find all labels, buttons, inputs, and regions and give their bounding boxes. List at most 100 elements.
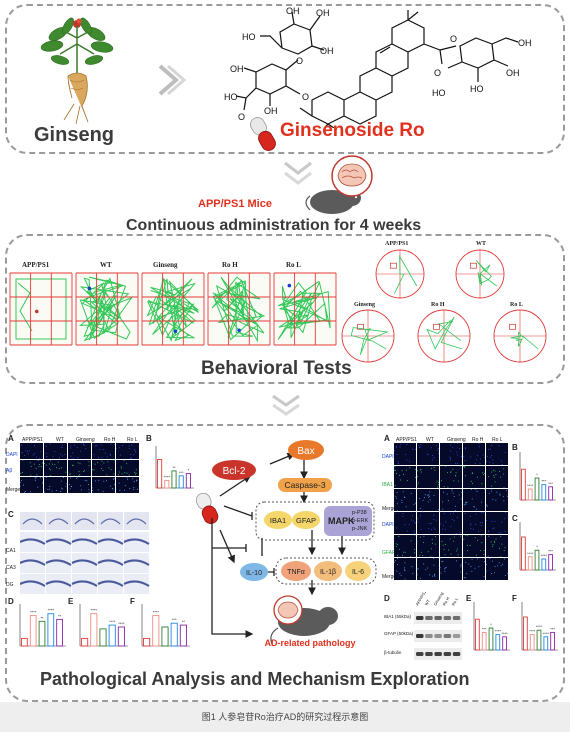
- micrograph-dot: [410, 540, 412, 542]
- maze-label-wt: WT: [100, 261, 112, 269]
- panel-letter-b-right: B: [512, 443, 518, 452]
- micrograph-dot: [396, 527, 398, 529]
- micrograph-dot: [93, 469, 95, 471]
- chevron-down-icon: [284, 161, 312, 185]
- bar-significance: *: [536, 472, 538, 477]
- bar-significance: ***: [482, 626, 487, 631]
- micrograph-dot: [397, 461, 399, 463]
- bar-significance: ****: [501, 631, 508, 636]
- micrograph-dot: [456, 463, 458, 465]
- micrograph-tile: [394, 558, 416, 580]
- micrograph-dot: [499, 494, 501, 496]
- bar-significance: ****: [48, 608, 55, 613]
- micrograph-dot: [446, 493, 448, 495]
- hippocampus-region: [46, 532, 71, 552]
- micrograph-dot: [136, 480, 138, 482]
- panel-letter-d-right: D: [384, 594, 390, 603]
- hippocampus-region: [20, 532, 45, 552]
- micrograph-dot: [69, 473, 71, 475]
- water-maze-platform: [509, 323, 516, 330]
- micrograph-dot: [424, 494, 426, 496]
- micrograph-dot: [102, 469, 104, 471]
- micrograph-dot: [470, 565, 472, 567]
- micrograph-dot: [118, 471, 120, 473]
- micrograph-dot: [109, 454, 111, 456]
- micrograph-dot: [51, 490, 53, 492]
- micrograph-dot: [449, 459, 451, 461]
- micrograph-dot: [492, 544, 494, 546]
- group-label-right-3: Ginseng: [447, 437, 466, 443]
- neuron-layer: [71, 580, 98, 587]
- bar: [541, 484, 547, 501]
- micrograph-dot: [59, 468, 61, 470]
- bar-significance: ***: [541, 479, 546, 484]
- micrograph-dot: [458, 494, 460, 496]
- figure-caption: 图1 人参皂苷Ro治疗AD的研究过程示意图: [0, 702, 570, 732]
- micrograph-dot: [487, 530, 489, 532]
- micrograph-dot: [492, 459, 494, 461]
- micrograph-dot: [23, 455, 25, 457]
- node-mapk-p38: p-P38: [352, 510, 367, 516]
- micrograph-dot: [459, 447, 461, 449]
- bar-chart-e-left: ************: [79, 604, 128, 647]
- micrograph-dot: [482, 512, 484, 514]
- blot-label-gfap: GFAP (50kDa): [384, 631, 414, 636]
- micrograph-dot: [431, 528, 433, 530]
- micrograph-dot: [132, 478, 134, 480]
- micrograph-dot: [40, 465, 42, 467]
- micrograph-dot: [34, 477, 36, 479]
- micrograph-dot: [60, 480, 62, 482]
- micrograph-dot: [481, 522, 483, 524]
- micrograph-dot: [419, 498, 421, 500]
- chevron-down-icon-2: [272, 394, 300, 416]
- micrograph-dot: [106, 474, 108, 476]
- micrograph-dot: [442, 544, 444, 546]
- micrograph-tile: [417, 489, 439, 511]
- micrograph-dot: [450, 513, 452, 515]
- hippocampus-region: [98, 553, 123, 573]
- micrograph-dot: [492, 462, 494, 464]
- micrograph-dot: [396, 563, 398, 565]
- micrograph-dot: [484, 456, 486, 458]
- micrograph-dot: [491, 444, 493, 446]
- micrograph-dot: [470, 528, 472, 530]
- bar-significance: ****: [541, 553, 548, 558]
- micrograph-dot: [409, 467, 411, 469]
- group-label-right-5: Ro L: [492, 437, 503, 443]
- micrograph-tile: [394, 535, 416, 557]
- micrograph-dot: [507, 516, 509, 518]
- micrograph-dot: [58, 457, 60, 459]
- micrograph-dot: [461, 491, 463, 493]
- hippocampus-outline: [126, 518, 147, 525]
- micrograph-dot: [489, 456, 491, 458]
- micrograph-dot: [504, 530, 506, 532]
- micrograph-dot: [97, 461, 99, 463]
- water-maze-platform: [433, 323, 440, 330]
- micrograph-dot: [456, 451, 458, 453]
- bar-chart-d-left: ************: [19, 604, 66, 647]
- blot-lane-label: WT: [424, 598, 432, 606]
- micrograph-dot: [464, 465, 466, 467]
- micrograph-dot: [49, 460, 51, 462]
- atom-label-o-2: O: [302, 92, 309, 102]
- micrograph-dot: [395, 473, 397, 475]
- group-label-right-1: APP/PS1: [396, 437, 417, 443]
- bar: [521, 536, 526, 571]
- atom-label-o-1: O: [296, 56, 303, 66]
- hippocampus-region: [20, 574, 45, 594]
- micrograph-dot: [501, 543, 503, 545]
- maze-track: [79, 276, 133, 342]
- neuron-layer: [71, 538, 98, 545]
- bar: [29, 615, 37, 647]
- micrograph-dot: [463, 538, 465, 540]
- micrograph-dot: [491, 490, 493, 492]
- micrograph-dot: [50, 469, 52, 471]
- micrograph-dot: [409, 460, 411, 462]
- blot-band: [443, 652, 452, 656]
- micrograph-dot: [394, 484, 396, 486]
- hippocampus-outline: [22, 518, 43, 525]
- micrograph-dot: [21, 471, 23, 473]
- micrograph-dot: [37, 459, 39, 461]
- micrograph-dot: [430, 523, 432, 525]
- micrograph-dot: [57, 461, 59, 463]
